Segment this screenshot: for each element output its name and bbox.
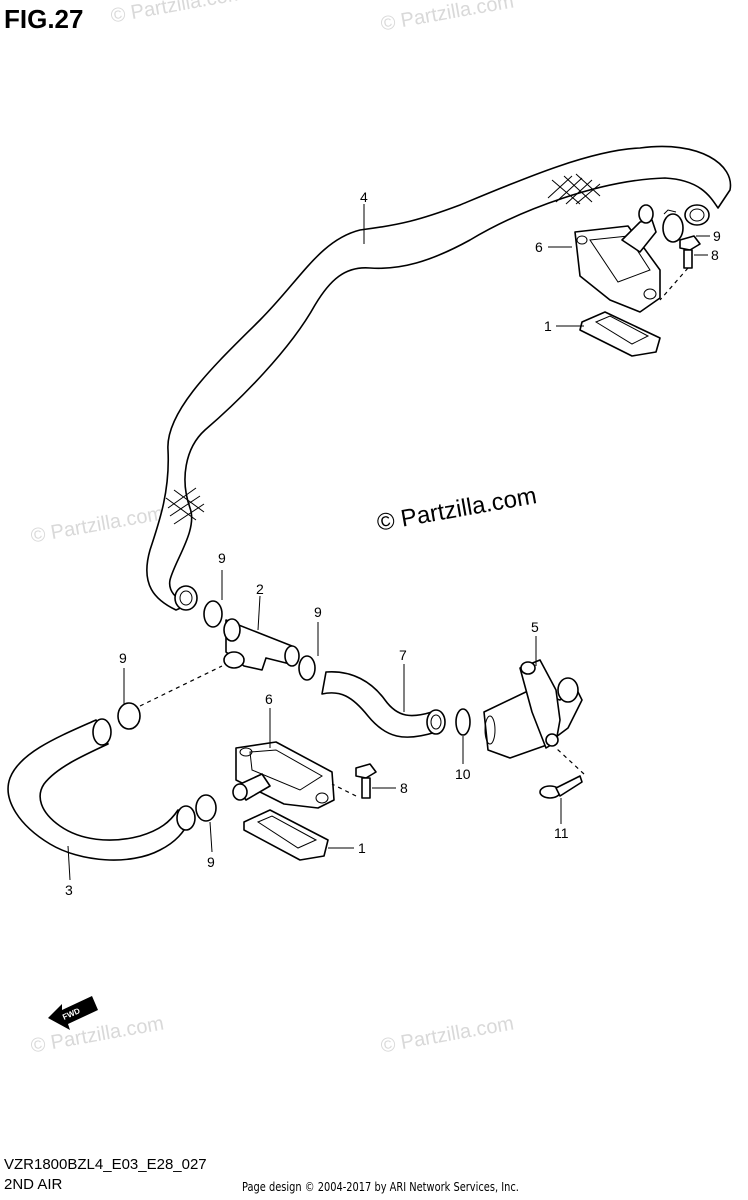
hose-4[interactable] bbox=[146, 145, 732, 611]
hose-3[interactable] bbox=[7, 718, 196, 861]
callout-8-upper: 8 bbox=[711, 247, 719, 263]
callout-4: 4 bbox=[360, 189, 368, 205]
reed-valve-cover-6-upper[interactable] bbox=[574, 204, 661, 313]
callout-9-left: 9 bbox=[218, 550, 226, 566]
model-code: VZR1800BZL4_E03_E28_027 bbox=[4, 1156, 207, 1173]
callout-2: 2 bbox=[256, 581, 264, 597]
callout-9-lower: 9 bbox=[207, 854, 215, 870]
page-credit: Page design © 2004-2017 by ARI Network S… bbox=[242, 1180, 519, 1194]
gasket-1-lower[interactable] bbox=[243, 809, 329, 861]
t-joint-2[interactable] bbox=[223, 618, 300, 671]
callout-9-center: 9 bbox=[314, 604, 322, 620]
callout-9-far-left: 9 bbox=[119, 650, 127, 666]
gasket-1-upper[interactable] bbox=[579, 311, 661, 357]
reed-valve-cover-6-lower[interactable] bbox=[232, 741, 335, 809]
bolt-8-upper[interactable] bbox=[659, 235, 701, 301]
parts-diagram: 4 6 1 9 8 9 2 9 5 9 7 6 10 8 11 1 9 3 FW… bbox=[7, 145, 732, 1030]
screw-11[interactable] bbox=[539, 747, 585, 799]
callout-1-lower: 1 bbox=[358, 840, 366, 856]
callout-7: 7 bbox=[399, 647, 407, 663]
clamp-9-left[interactable] bbox=[203, 600, 223, 628]
callout-10: 10 bbox=[455, 766, 471, 782]
callout-5: 5 bbox=[531, 619, 539, 635]
callout-3: 3 bbox=[65, 882, 73, 898]
callout-8-lower: 8 bbox=[400, 780, 408, 796]
bolt-8-lower[interactable] bbox=[331, 763, 377, 799]
callout-11: 11 bbox=[554, 825, 569, 841]
clamp-10[interactable] bbox=[455, 708, 471, 736]
callout-6-upper: 6 bbox=[535, 239, 543, 255]
clamp-9-lower[interactable] bbox=[195, 794, 217, 822]
fwd-arrow-icon: FWD bbox=[48, 996, 98, 1030]
clamp-9-far-left[interactable] bbox=[117, 702, 141, 730]
clamp-9-upper[interactable] bbox=[662, 209, 684, 243]
control-valve-5[interactable] bbox=[483, 659, 583, 759]
figure-title: FIG.27 bbox=[4, 4, 84, 34]
section-name: 2ND AIR bbox=[4, 1176, 63, 1193]
callout-9-upper: 9 bbox=[713, 228, 721, 244]
hose-7[interactable] bbox=[321, 671, 446, 738]
callout-1-upper: 1 bbox=[544, 318, 552, 334]
clamp-9-center[interactable] bbox=[298, 655, 316, 681]
callout-6-lower: 6 bbox=[265, 691, 273, 707]
leader-lines bbox=[67, 204, 710, 881]
